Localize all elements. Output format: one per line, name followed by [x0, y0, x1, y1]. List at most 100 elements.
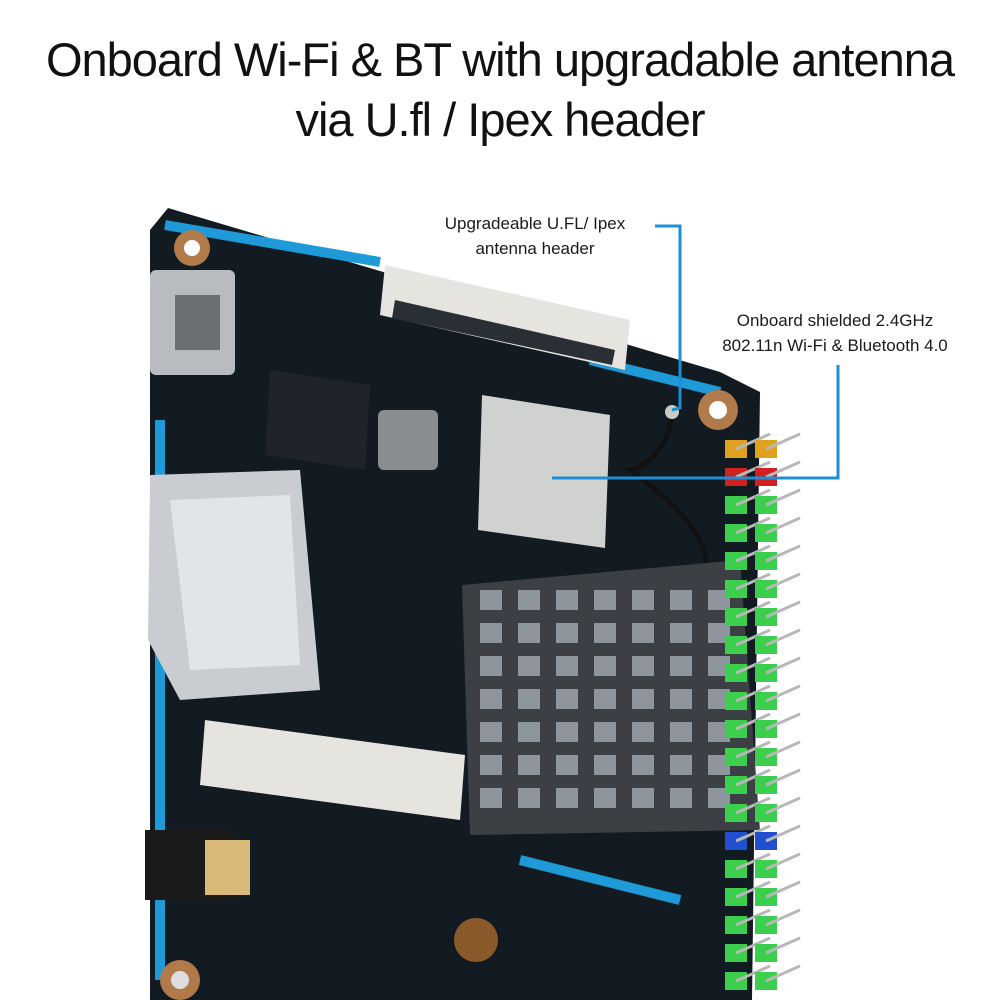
gpio-pin-metal — [735, 516, 771, 535]
heatsink-fin — [670, 689, 692, 709]
gpio-pin-metal — [765, 432, 801, 451]
heatsink-fin — [480, 755, 502, 775]
heatsink-fin — [480, 623, 502, 643]
gpio-pin-metal — [765, 628, 801, 647]
gpio-pin-metal — [765, 544, 801, 563]
gpio-pin-metal — [735, 740, 771, 759]
gpio-pin-metal — [765, 572, 801, 591]
micro-usb-opening — [175, 295, 220, 350]
heatsink-fin — [670, 623, 692, 643]
heatsink-fin — [632, 623, 654, 643]
callout-wifi-bt: Onboard shielded 2.4GHz 802.11n Wi-Fi & … — [690, 308, 980, 358]
gpio-pin-metal — [765, 908, 801, 927]
gpio-pin-metal — [735, 656, 771, 675]
heatsink-fin — [556, 590, 578, 610]
headline-line-2: via U.fl / Ipex header — [295, 93, 705, 146]
soc-chip — [265, 370, 370, 470]
callout-antenna-line-1: Upgradeable U.FL/ Ipex — [444, 214, 626, 233]
heatsink-fin — [632, 590, 654, 610]
heatsink-fin — [632, 722, 654, 742]
gpio-pin-metal — [765, 516, 801, 535]
gpio-pin-metal — [735, 628, 771, 647]
heatsink-fin — [632, 689, 654, 709]
heatsink-fin — [556, 755, 578, 775]
heatsink-fin — [518, 722, 540, 742]
coil-inductor — [454, 918, 498, 962]
heatsink-fin — [594, 722, 616, 742]
callout-antenna-header: Upgradeable U.FL/ Ipex antenna header — [420, 211, 650, 261]
callout-wifi-line-1: Onboard shielded 2.4GHz — [736, 311, 934, 330]
heatsink-fin — [518, 623, 540, 643]
gpio-pin-metal — [765, 740, 801, 759]
heatsink-fin — [480, 656, 502, 676]
heatsink-fin — [594, 656, 616, 676]
gpio-pin-metal — [735, 908, 771, 927]
heatsink-fins — [480, 590, 730, 808]
heatsink-fin — [518, 788, 540, 808]
hdmi-shell — [170, 495, 300, 670]
gpio-pin-metal — [765, 796, 801, 815]
heatsink-fin — [594, 689, 616, 709]
gpio-pin-metal — [735, 460, 771, 479]
heatsink-fin — [708, 788, 730, 808]
gpio-pin-metal — [735, 544, 771, 563]
heatsink-fin — [594, 755, 616, 775]
gpio-pin-metal — [735, 712, 771, 731]
heatsink-fin — [518, 689, 540, 709]
heatsink-fin — [594, 590, 616, 610]
gpio-pin-metal — [735, 432, 771, 451]
heatsink-fin — [518, 590, 540, 610]
gpio-pin-metal — [765, 684, 801, 703]
headline: Onboard Wi-Fi & BT with upgradable anten… — [0, 30, 1000, 150]
heatsink-fin — [708, 590, 730, 610]
gpio-pin-metal — [765, 488, 801, 507]
heatsink-fin — [632, 788, 654, 808]
camera-connector — [200, 720, 465, 820]
inductor — [378, 410, 438, 470]
gpio-pin-metal — [765, 880, 801, 899]
heatsink-fin — [556, 623, 578, 643]
mounting-hole — [174, 230, 210, 266]
heatsink-fin — [708, 755, 730, 775]
gpio-pin-metal — [735, 964, 771, 983]
mounting-hole — [698, 390, 738, 430]
heatsink-fin — [670, 656, 692, 676]
gpio-pin-metal — [765, 964, 801, 983]
heatsink-fin — [518, 656, 540, 676]
heatsink-fin — [670, 788, 692, 808]
gpio-pin-metal — [765, 936, 801, 955]
gpio-pin-metal — [735, 684, 771, 703]
heatsink-fin — [708, 656, 730, 676]
gpio-pin-metal — [735, 488, 771, 507]
gpio-pin-metal — [735, 936, 771, 955]
heatsink-fin — [556, 656, 578, 676]
gpio-pin-metal — [735, 600, 771, 619]
heatsink-fin — [480, 590, 502, 610]
heatsink-fin — [594, 623, 616, 643]
gpio-pin-metal — [765, 712, 801, 731]
callout-line-antenna — [655, 224, 682, 412]
gpio-pin-metal — [765, 768, 801, 787]
gpio-pin-metal — [735, 572, 771, 591]
heatsink-fin — [708, 689, 730, 709]
heatsink-fin — [632, 656, 654, 676]
gpio-pin-metal — [765, 824, 801, 843]
heatsink-fin — [594, 788, 616, 808]
heatsink-fin — [556, 788, 578, 808]
gpio-pin-metal — [735, 880, 771, 899]
heatsink-fin — [556, 722, 578, 742]
callout-wifi-line-2: 802.11n Wi-Fi & Bluetooth 4.0 — [722, 336, 948, 355]
callout-line-wifi — [552, 365, 840, 480]
pcb-blue-silkscreen — [155, 220, 722, 980]
gpio-pin-metal — [765, 656, 801, 675]
gpio-pin-metal — [735, 796, 771, 815]
gpio-pin-metal — [735, 768, 771, 787]
headline-line-1: Onboard Wi-Fi & BT with upgradable anten… — [45, 33, 955, 86]
heatsink-fin — [556, 689, 578, 709]
heatsink-fin — [480, 689, 502, 709]
heatsink-fin — [708, 623, 730, 643]
ufl-connector — [665, 405, 679, 419]
gpio-pin-metal — [765, 460, 801, 479]
heatsink-fin — [670, 590, 692, 610]
